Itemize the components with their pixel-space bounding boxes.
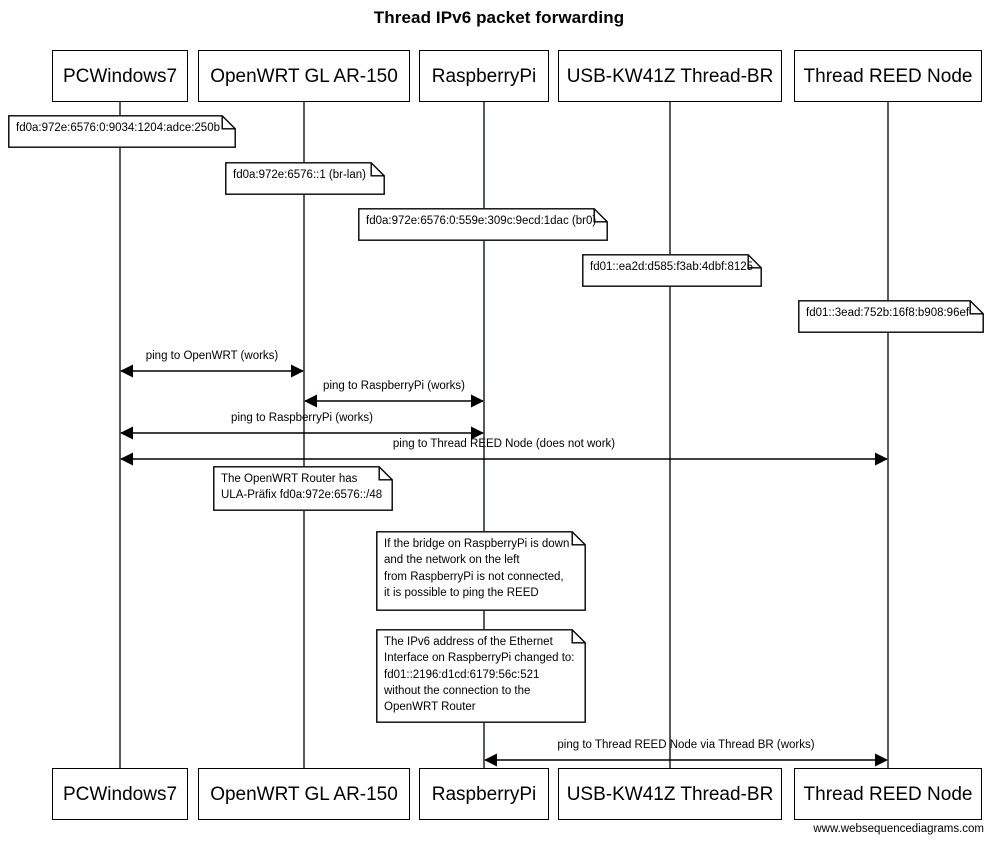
message-arrow — [120, 426, 484, 440]
note-text: fd0a:972e:6576::1 (br-lan) — [233, 169, 366, 181]
lifeline-pcwindows7 — [119, 102, 121, 768]
note-shape — [358, 208, 608, 241]
participant-foot-thread-reed-node[interactable]: Thread REED Node — [794, 768, 982, 820]
participant-label: Thread REED Node — [803, 783, 973, 805]
participant-head-thread-reed-node[interactable]: Thread REED Node — [794, 50, 982, 102]
participant-label: PCWindows7 — [62, 65, 178, 87]
participant-label: OpenWRT GL AR-150 — [210, 783, 398, 805]
message-arrow — [120, 452, 888, 466]
participant-label: Thread REED Node — [803, 65, 973, 87]
note-raspberrypi-address: fd0a:972e:6576:0:559e:309c:9ecd:1dac (br… — [358, 208, 608, 241]
message-label: ping to RaspberryPi (works) — [231, 412, 373, 424]
participant-label: USB-KW41Z Thread-BR — [566, 783, 774, 805]
note-shape — [225, 162, 385, 195]
note-shape — [8, 115, 236, 148]
message-label: ping to OpenWRT (works) — [145, 350, 279, 362]
lifeline-usb-kw41z-thread-br — [669, 102, 671, 768]
message-arrow — [304, 394, 484, 408]
note-text: fd01::ea2d:d585:f3ab:4dbf:8125 — [590, 261, 754, 273]
note-pcwindows7-address: fd0a:972e:6576:0:9034:1204:adce:250b — [8, 115, 236, 148]
participant-label: USB-KW41Z Thread-BR — [566, 65, 774, 87]
note-shape — [213, 466, 393, 511]
msg-ping-reed-via-br: ping to Thread REED Node via Thread BR (… — [484, 738, 888, 768]
msg-ping-openwrt: ping to OpenWRT (works) — [120, 349, 304, 379]
note-text: The IPv6 address of the Ethernet Interfa… — [384, 636, 575, 714]
participant-foot-openwrt-gl-ar-150[interactable]: OpenWRT GL AR-150 — [198, 768, 410, 820]
lifeline-openwrt-gl-ar-150 — [303, 102, 305, 768]
note-text: fd0a:972e:6576:0:559e:309c:9ecd:1dac (br… — [366, 215, 597, 227]
note-text: The OpenWRT Router has ULA-Präfix fd0a:9… — [221, 473, 383, 502]
participant-label: OpenWRT GL AR-150 — [210, 65, 398, 87]
participant-foot-raspberrypi[interactable]: RaspberryPi — [419, 768, 549, 820]
message-label: ping to Thread REED Node (does not work) — [392, 438, 616, 450]
watermark-footer: www.websequencediagrams.com — [813, 823, 984, 835]
participant-head-usb-kw41z-thread-br[interactable]: USB-KW41Z Thread-BR — [558, 50, 782, 102]
note-shape — [582, 254, 762, 287]
msg-ping-reed-fail: ping to Thread REED Node (does not work) — [120, 437, 888, 467]
note-shape — [376, 629, 586, 723]
lifeline-thread-reed-node — [887, 102, 889, 768]
note-text: fd01::3ead:752b:16f8:b908:96ef — [806, 307, 970, 319]
participant-label: PCWindows7 — [62, 783, 178, 805]
note-openwrt-prefix: The OpenWRT Router has ULA-Präfix fd0a:9… — [213, 466, 393, 511]
note-openwrt-address: fd0a:972e:6576::1 (br-lan) — [225, 162, 385, 195]
msg-ping-raspberrypi-1: ping to RaspberryPi (works) — [304, 379, 484, 409]
message-label: ping to RaspberryPi (works) — [323, 380, 465, 392]
message-label: ping to Thread REED Node via Thread BR (… — [557, 739, 815, 751]
note-shape — [376, 531, 586, 611]
message-arrow — [120, 364, 304, 378]
participant-label: RaspberryPi — [431, 65, 537, 87]
participant-head-raspberrypi[interactable]: RaspberryPi — [419, 50, 549, 102]
msg-ping-raspberrypi-2: ping to RaspberryPi (works) — [120, 411, 484, 441]
note-bridge-down: If the bridge on RaspberryPi is down and… — [376, 531, 586, 611]
lifeline-raspberrypi — [483, 102, 485, 768]
note-text: fd0a:972e:6576:0:9034:1204:adce:250b — [16, 122, 220, 134]
page-title: Thread IPv6 packet forwarding — [373, 8, 625, 27]
note-text: If the bridge on RaspberryPi is down and… — [384, 538, 570, 599]
note-shape — [798, 300, 984, 333]
note-threadbr-address: fd01::ea2d:d585:f3ab:4dbf:8125 — [582, 254, 762, 287]
participant-foot-pcwindows7[interactable]: PCWindows7 — [52, 768, 188, 820]
participant-head-openwrt-gl-ar-150[interactable]: OpenWRT GL AR-150 — [198, 50, 410, 102]
participant-label: RaspberryPi — [431, 783, 537, 805]
note-reed-address: fd01::3ead:752b:16f8:b908:96ef — [798, 300, 984, 333]
note-ethernet-changed: The IPv6 address of the Ethernet Interfa… — [376, 629, 586, 723]
participant-head-pcwindows7[interactable]: PCWindows7 — [52, 50, 188, 102]
message-arrow — [484, 753, 888, 767]
participant-foot-usb-kw41z-thread-br[interactable]: USB-KW41Z Thread-BR — [558, 768, 782, 820]
